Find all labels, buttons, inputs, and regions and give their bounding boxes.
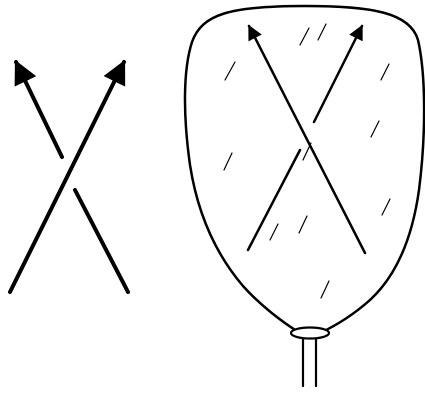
membrane-hatching	[224, 24, 390, 298]
left-crossing-panel	[10, 62, 128, 292]
membrane-outline	[185, 6, 424, 333]
right-membrane-panel	[185, 6, 424, 386]
under-strand-lower	[75, 190, 128, 292]
inner-over-strand	[249, 26, 365, 253]
inner-under-strand-lower	[248, 150, 300, 250]
over-strand	[10, 62, 124, 292]
inner-under-strand-upper	[314, 26, 362, 122]
tie-ring	[291, 328, 329, 339]
under-strand-upper	[16, 62, 62, 157]
